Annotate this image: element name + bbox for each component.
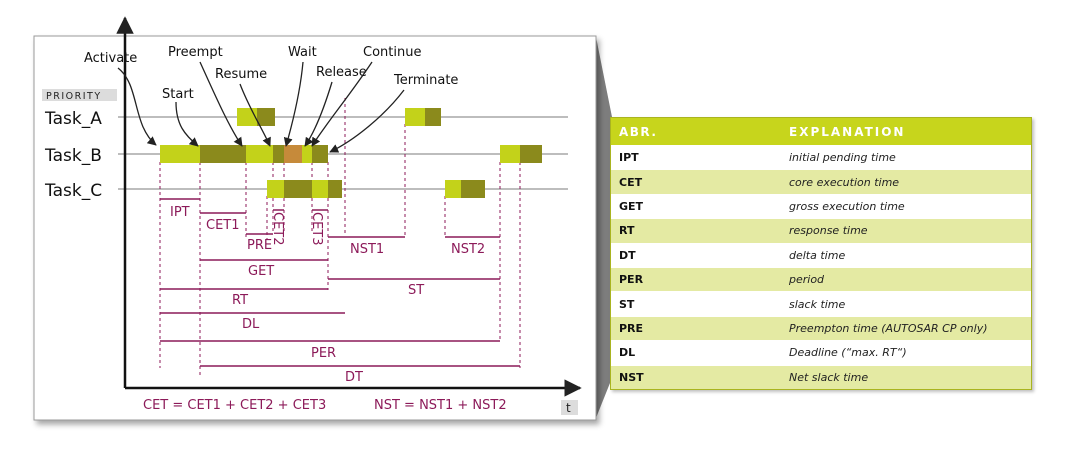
interval-label-rt: RT bbox=[232, 293, 248, 308]
table-header: ABR. EXPLANATION bbox=[611, 118, 1031, 145]
arrow-preempt bbox=[199, 61, 243, 147]
task-b-ready-block-3 bbox=[500, 145, 520, 163]
event-label-resume: Resume bbox=[215, 67, 267, 82]
table-row: ST slack time bbox=[611, 291, 1031, 316]
priority-label-bg bbox=[42, 89, 117, 101]
interval-label-cet1: CET1 bbox=[206, 218, 240, 233]
table-cell-abr: PER bbox=[619, 273, 644, 287]
table-row: DL Deadline (“max. RT“) bbox=[611, 340, 1031, 365]
table-row: NST Net slack time bbox=[611, 364, 1031, 389]
table-cell-abr: RT bbox=[619, 224, 635, 238]
table-header-abr: ABR. bbox=[619, 124, 658, 139]
table-cell-explanation: slack time bbox=[789, 297, 846, 311]
diagram-panel bbox=[33, 35, 597, 421]
arrow-start bbox=[175, 101, 199, 147]
arrow-release bbox=[304, 81, 333, 147]
interval-label-nst1: NST1 bbox=[350, 242, 384, 257]
table-cell-abr: GET bbox=[619, 199, 644, 213]
task-b-ready-block-2 bbox=[302, 145, 312, 163]
task-b-running-block-4 bbox=[520, 145, 542, 163]
table-cell-abr: PRE bbox=[619, 321, 644, 335]
interval-brackets bbox=[160, 198, 520, 367]
task-c-ready-block-2 bbox=[312, 180, 328, 198]
task-c-ready-block-3 bbox=[445, 180, 461, 198]
table-header-explanation: EXPLANATION bbox=[789, 124, 906, 139]
table-cell-explanation: Deadline (“max. RT“) bbox=[789, 346, 907, 360]
interval-label-st: ST bbox=[408, 283, 424, 298]
event-label-terminate: Terminate bbox=[393, 73, 458, 88]
interval-label-dt: DT bbox=[345, 370, 363, 385]
formula-nst: NST = NST1 + NST2 bbox=[374, 398, 507, 413]
task-b-running-block-2 bbox=[273, 145, 284, 163]
abbreviation-table: ABR. EXPLANATION IPT initial pending time… bbox=[610, 117, 1032, 390]
task-a-running-block bbox=[257, 108, 275, 126]
interval-label-per: PER bbox=[311, 346, 336, 361]
event-label-start: Start bbox=[162, 87, 194, 102]
table-cell-abr: CET bbox=[619, 175, 643, 189]
table-cell-explanation: period bbox=[789, 273, 825, 287]
event-label-activate: Activate bbox=[84, 51, 137, 66]
task-b-ready-block bbox=[160, 145, 200, 163]
arrow-resume bbox=[239, 83, 271, 147]
table-row: IPT initial pending time bbox=[611, 145, 1031, 170]
table-cell-explanation: Net slack time bbox=[789, 370, 869, 384]
time-guides bbox=[159, 98, 521, 378]
interval-label-pre: PRE bbox=[247, 238, 272, 253]
table-row: PER period bbox=[611, 266, 1031, 292]
task-a-ready-block bbox=[237, 108, 257, 126]
interval-label-cet3: CET3 bbox=[309, 212, 324, 246]
event-label-continue: Continue bbox=[363, 45, 421, 60]
table-row: CET core execution time bbox=[611, 169, 1031, 194]
interval-label-get: GET bbox=[248, 264, 274, 279]
interval-label-nst2: NST2 bbox=[451, 242, 485, 257]
table-body: IPT initial pending time CET core executio… bbox=[611, 145, 1031, 389]
table-row: RT response time bbox=[611, 218, 1031, 243]
task-b-running-block-3 bbox=[312, 145, 328, 163]
task-a-label: Task_A bbox=[44, 109, 102, 129]
time-label-bg bbox=[561, 400, 578, 415]
task-c-ready-block bbox=[267, 180, 284, 198]
arrow-continue bbox=[311, 61, 373, 147]
event-label-wait: Wait bbox=[288, 45, 317, 60]
table-row: DT delta time bbox=[611, 242, 1031, 267]
table-cell-explanation: delta time bbox=[789, 248, 846, 262]
table-cell-abr: NST bbox=[619, 370, 644, 384]
event-label-preempt: Preempt bbox=[168, 45, 223, 60]
task-c-running-block bbox=[284, 180, 312, 198]
interval-label-ipt: IPT bbox=[170, 205, 190, 220]
table-cell-explanation: gross execution time bbox=[789, 199, 905, 213]
task-b-preempted-block bbox=[246, 145, 273, 163]
table-row: PRE Preempton time (AUTOSAR CP only) bbox=[611, 315, 1031, 341]
task-b-label: Task_B bbox=[44, 146, 102, 166]
arrow-terminate bbox=[329, 89, 405, 153]
table-cell-abr: IPT bbox=[619, 151, 639, 165]
interval-label-dl: DL bbox=[242, 317, 260, 332]
table-cell-explanation: Preempton time (AUTOSAR CP only) bbox=[789, 321, 988, 335]
task-a-running-block-2 bbox=[425, 108, 441, 126]
arrow-wait bbox=[283, 61, 304, 147]
task-c-running-block-2 bbox=[328, 180, 342, 198]
table-cell-explanation: response time bbox=[789, 224, 868, 238]
table-cell-abr: DT bbox=[619, 248, 636, 262]
arrow-activate bbox=[117, 67, 157, 146]
table-cell-explanation: initial pending time bbox=[789, 151, 896, 165]
formula-cet: CET = CET1 + CET2 + CET3 bbox=[143, 398, 326, 413]
task-c-running-block-3 bbox=[461, 180, 485, 198]
priority-label: PRIORITY bbox=[46, 91, 102, 102]
task-b-waiting-block bbox=[284, 145, 302, 163]
table-cell-explanation: core execution time bbox=[789, 175, 900, 189]
event-label-release: Release bbox=[316, 65, 367, 80]
table-cell-abr: ST bbox=[619, 297, 635, 311]
interval-label-cet2: CET2 bbox=[270, 212, 285, 246]
task-a-ready-block-2 bbox=[405, 108, 425, 126]
time-label: t bbox=[566, 401, 571, 415]
zoom-connector bbox=[596, 37, 612, 418]
event-arrows bbox=[117, 61, 405, 153]
task-c-label: Task_C bbox=[44, 181, 102, 201]
task-b-running-block-1 bbox=[200, 145, 246, 163]
table-row: GET gross execution time bbox=[611, 193, 1031, 219]
table-cell-abr: DL bbox=[619, 346, 636, 360]
